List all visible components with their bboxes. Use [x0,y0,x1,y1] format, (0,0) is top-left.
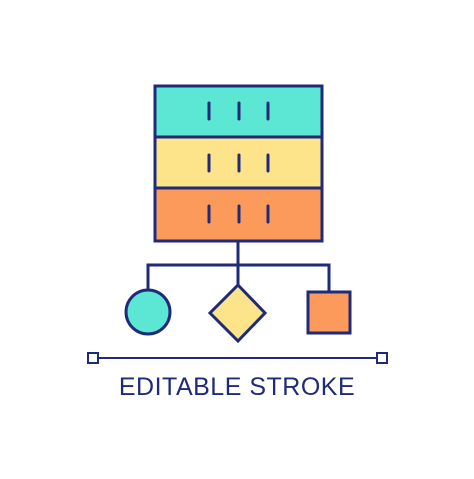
square-node-icon [306,290,352,335]
editable-stroke-caption: EDITABLE STROKE [118,373,356,401]
guide-handle-right [376,352,388,364]
stroke-guide [87,352,388,364]
server-rack [153,84,324,243]
connector-lines [146,239,331,294]
circle-node-icon [124,288,172,336]
guide-handle-left [87,352,99,364]
diamond-node-icon [207,282,268,344]
rack-vent-slots [207,101,270,224]
